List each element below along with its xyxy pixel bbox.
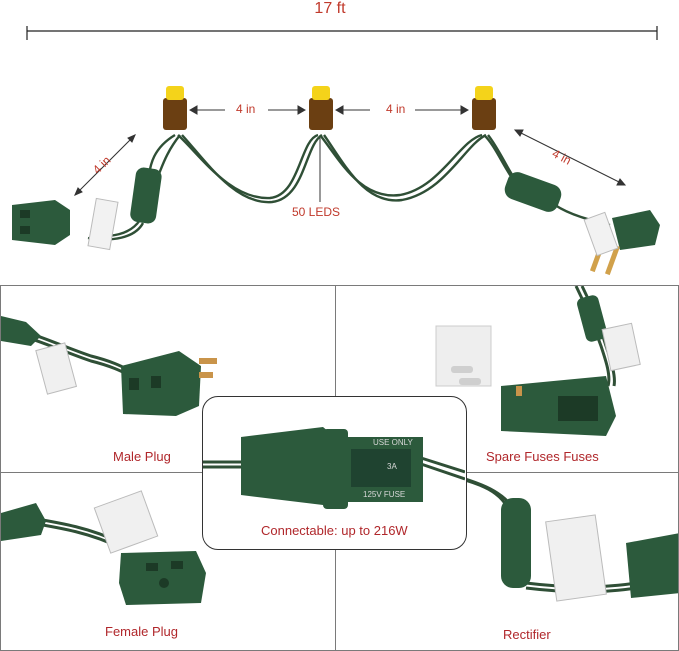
dim-label-mid2: 4 in	[386, 102, 406, 116]
female-plug-label: Female Plug	[105, 624, 178, 639]
connectable-label: Connectable: up to 216W	[261, 523, 408, 538]
length-label: 17 ft	[314, 0, 346, 17]
plug-amp-text: 3A	[387, 462, 397, 471]
female-plug-photo	[1, 490, 206, 605]
dim-label-mid1: 4 in	[236, 102, 256, 116]
light-string-illustration	[12, 86, 660, 276]
connector-closeup: USE ONLY 3A 125V FUSE	[203, 427, 465, 509]
spare-fuses-label: Spare Fuses Fuses	[486, 449, 599, 464]
leds-label: 50 LEDS	[292, 205, 341, 219]
plug-use-only-text: USE ONLY	[373, 438, 414, 447]
callout-connectable: USE ONLY 3A 125V FUSE Connectable: up to…	[202, 396, 467, 550]
rectifier-label: Rectifier	[503, 627, 551, 642]
spare-fuses-photo	[435, 286, 641, 436]
male-plug-label: Male Plug	[113, 449, 171, 464]
top-diagram: 17 ft	[0, 0, 679, 285]
male-plug-photo	[1, 316, 217, 416]
plug-fuse-text: 125V FUSE	[363, 490, 405, 499]
length-dimension-line	[26, 26, 658, 40]
rectifier-photo	[435, 473, 678, 602]
